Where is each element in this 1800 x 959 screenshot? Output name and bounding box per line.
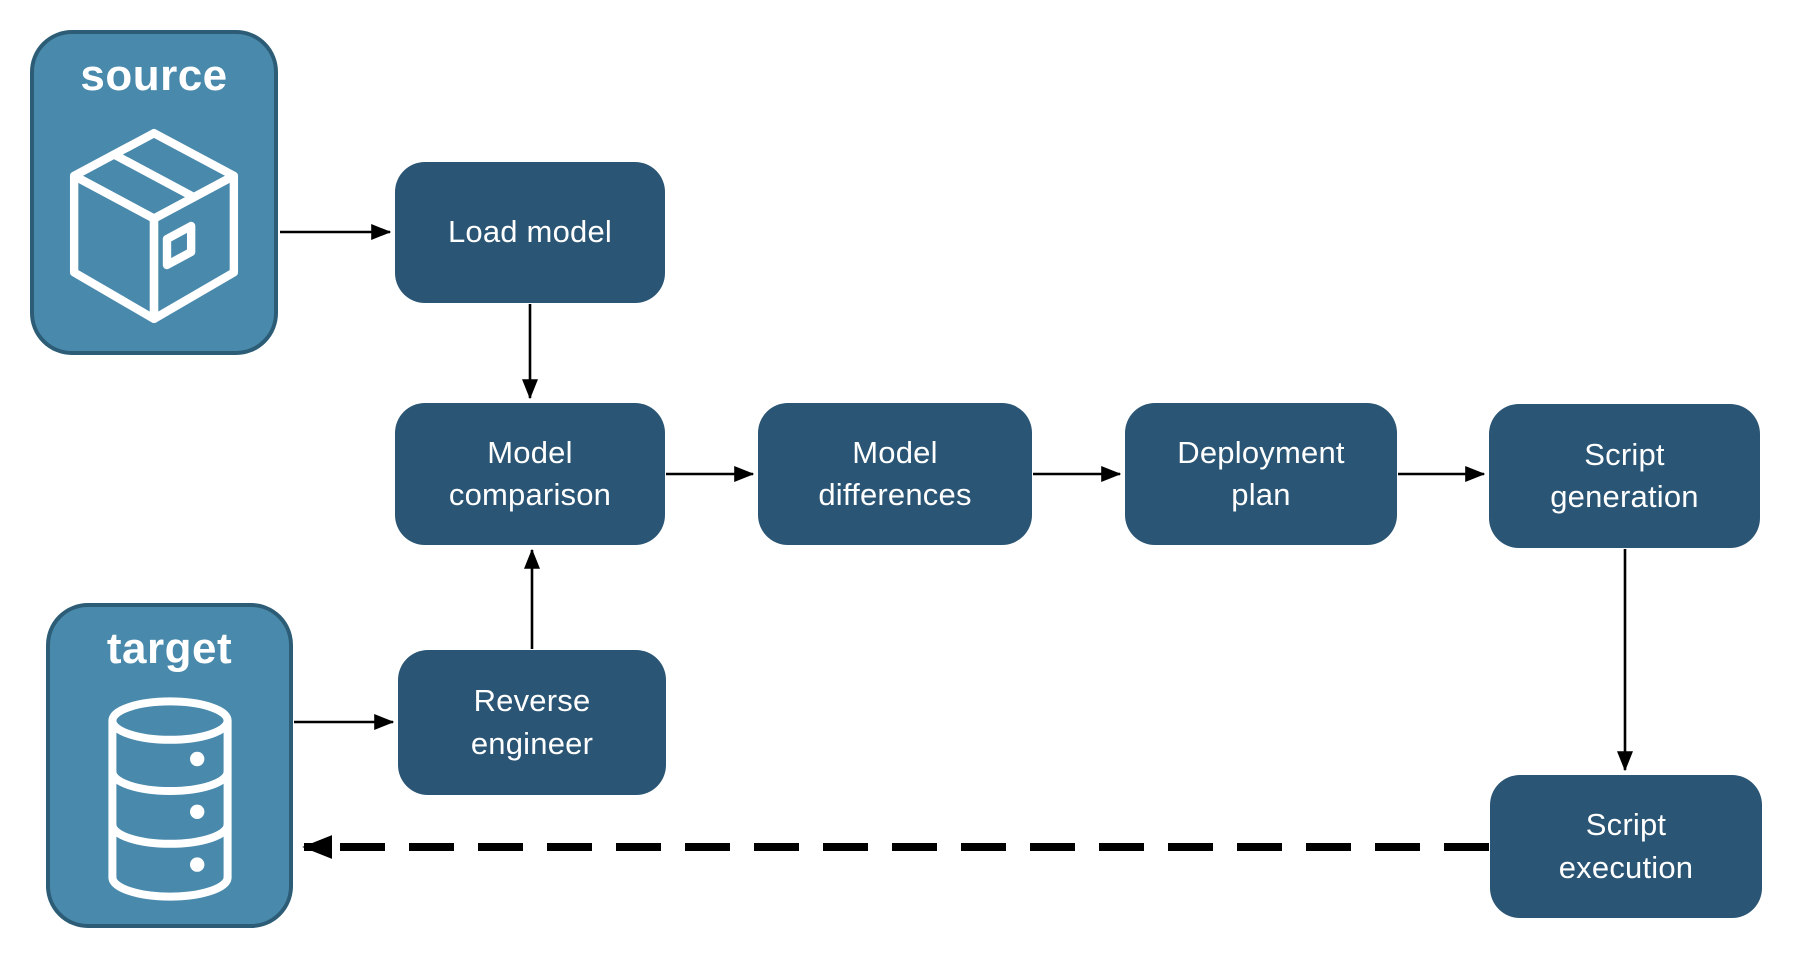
- source-endpoint: source: [30, 30, 278, 355]
- node-load-model-label: Load model: [447, 214, 612, 250]
- node-script-execution-label: Script execution: [1558, 807, 1694, 885]
- source-label: source: [80, 51, 228, 100]
- node-deployment-plan-label: Deployment plan: [1177, 434, 1345, 512]
- node-model-comparison-label: Model comparison: [448, 434, 612, 512]
- node-model-differences: Model differences: [758, 403, 1032, 545]
- source-icon-wrap: [34, 100, 274, 351]
- node-script-execution: Script execution: [1490, 775, 1762, 918]
- node-model-comparison: Model comparison: [395, 403, 665, 545]
- node-reverse-engineer-label: Reverse engineer: [470, 683, 594, 761]
- node-load-model: Load model: [395, 162, 665, 303]
- target-label: target: [106, 624, 233, 673]
- node-script-generation-label: Script generation: [1550, 436, 1699, 514]
- package-icon: [69, 128, 239, 323]
- node-script-generation: Script generation: [1489, 404, 1760, 548]
- node-deployment-plan: Deployment plan: [1125, 403, 1397, 545]
- target-endpoint: target: [46, 603, 293, 928]
- database-icon: [107, 697, 232, 901]
- node-model-differences-label: Model differences: [818, 434, 972, 512]
- target-icon-wrap: [50, 673, 289, 924]
- node-reverse-engineer: Reverse engineer: [398, 650, 666, 795]
